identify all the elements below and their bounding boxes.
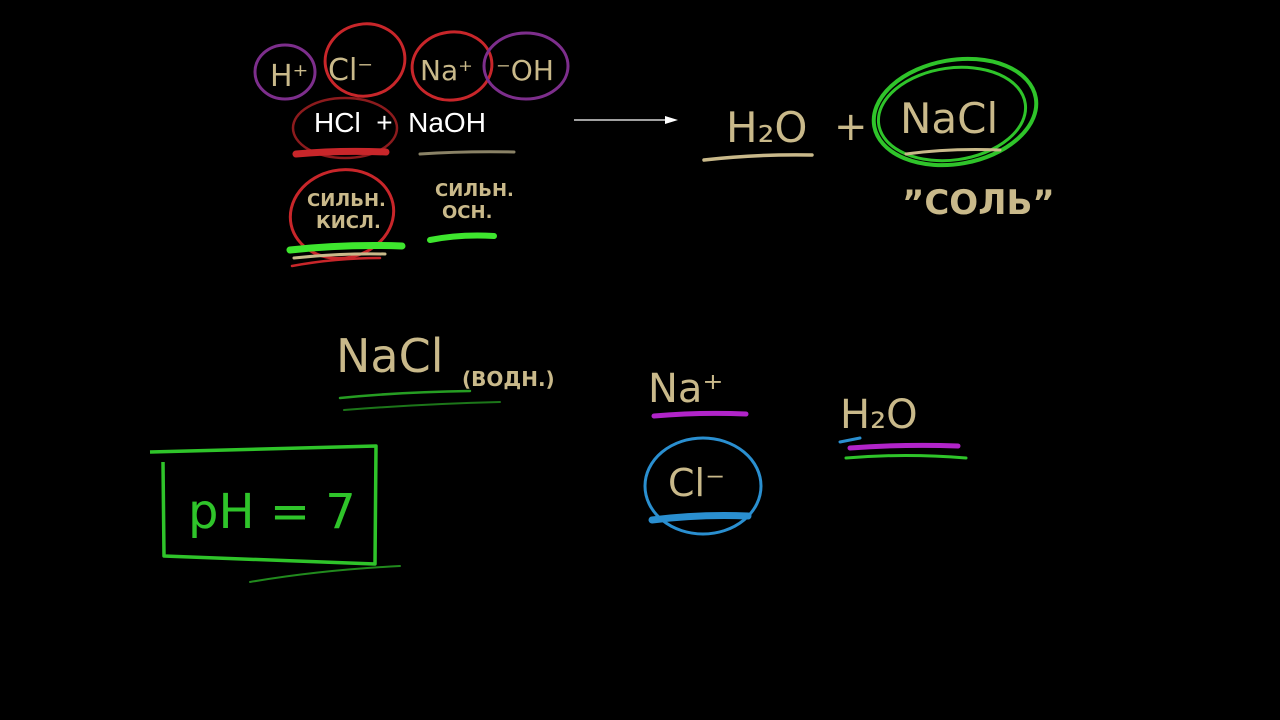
reaction-arrow-head bbox=[665, 116, 678, 124]
ph-box bbox=[149, 444, 378, 566]
nacl-aq-underline-2 bbox=[343, 401, 501, 411]
nacl-aq-formula: NaCl bbox=[336, 329, 444, 383]
ion-h-plus: H⁺ bbox=[270, 59, 308, 94]
cl-minus-underline bbox=[648, 512, 752, 524]
strong-acid-circle bbox=[288, 168, 396, 260]
nacl-salt-circle-2 bbox=[876, 65, 1028, 163]
hcl-underline bbox=[292, 147, 390, 158]
water-blue-mark bbox=[838, 436, 862, 444]
ph-underline bbox=[249, 565, 401, 583]
nacl-salt-circle-1 bbox=[871, 56, 1039, 168]
na-plus-circle bbox=[410, 30, 494, 102]
ion-cl-minus: Cl⁻ bbox=[328, 53, 373, 88]
water-underline-magenta bbox=[847, 442, 961, 451]
strong-base-line1: СИЛЬН. bbox=[435, 180, 514, 201]
dissociated-cl-minus: Cl⁻ bbox=[668, 461, 725, 505]
oh-minus-circle bbox=[482, 31, 570, 101]
dissociated-na-plus: Na⁺ bbox=[648, 366, 724, 412]
ion-na-plus: Na⁺ bbox=[420, 54, 473, 87]
strong-base-line2: ОСН. bbox=[442, 202, 492, 223]
water-underline-green bbox=[844, 454, 968, 460]
na-plus-underline bbox=[651, 410, 749, 419]
product-salt: NaCl bbox=[900, 94, 998, 143]
strong-acid-line2: КИСЛ. bbox=[316, 212, 381, 233]
h-plus-circle bbox=[253, 43, 317, 101]
strong-acid-underline-green bbox=[286, 242, 406, 254]
naoh-underline bbox=[418, 150, 516, 156]
salt-underline bbox=[904, 148, 1002, 156]
cl-minus-dissociated-circle bbox=[643, 436, 763, 536]
cl-minus-circle bbox=[323, 22, 407, 98]
salt-label: ”СОЛЬ” bbox=[902, 183, 1055, 223]
strong-acid-underline-tan bbox=[292, 252, 387, 260]
ion-oh-minus: ⁻OH bbox=[496, 54, 554, 87]
hcl-circle bbox=[291, 96, 399, 160]
product-water: H₂O bbox=[726, 103, 807, 152]
strong-acid-line1: СИЛЬН. bbox=[307, 190, 386, 211]
nacl-aq-state: (ВОДН.) bbox=[462, 367, 555, 391]
reactants-text: HCl + NaOH bbox=[314, 107, 486, 138]
ph-value: pH = 7 bbox=[188, 484, 356, 540]
water-underline bbox=[702, 153, 814, 162]
product-plus: + bbox=[834, 104, 868, 150]
nacl-aq-underline-1 bbox=[338, 389, 472, 400]
strong-acid-underline-red bbox=[290, 256, 382, 268]
dissociated-water: H₂O bbox=[840, 392, 918, 438]
strong-base-underline-green bbox=[427, 232, 497, 243]
